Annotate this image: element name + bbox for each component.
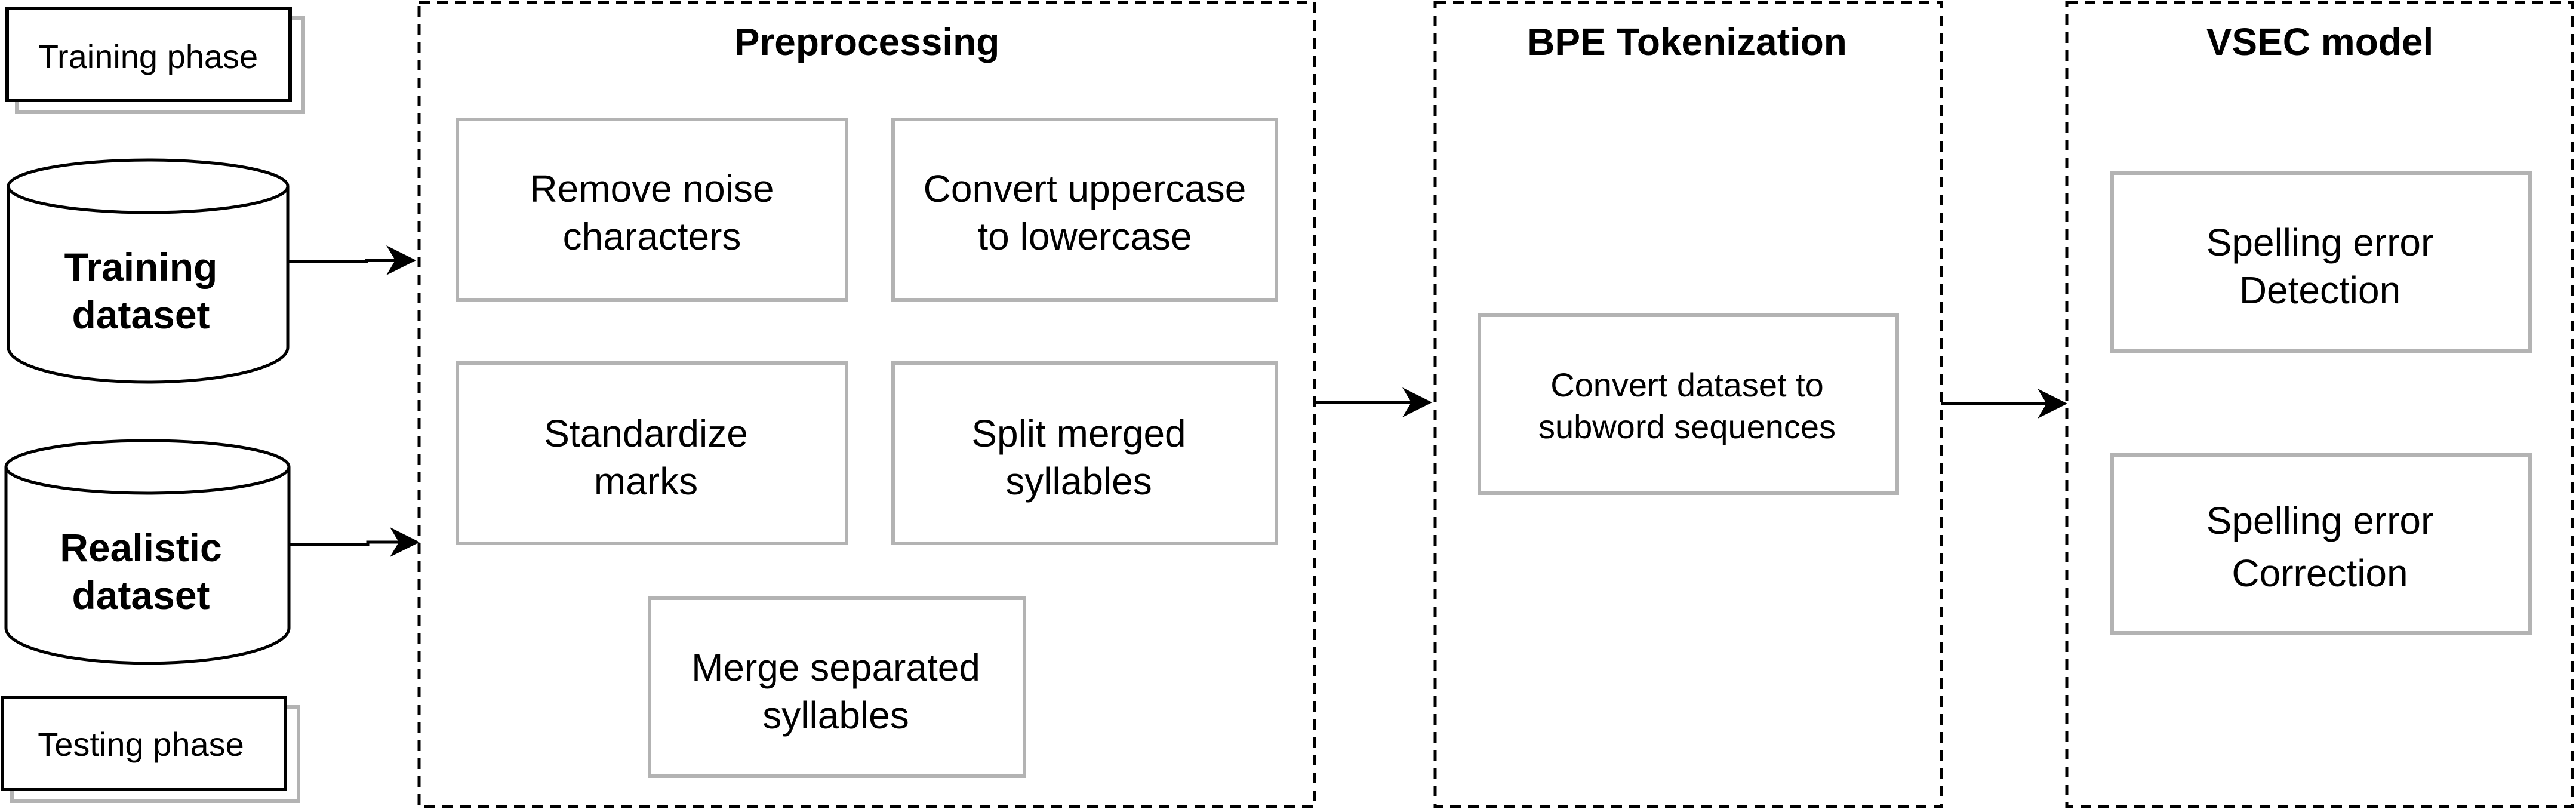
step-convert-to-subword: Convert dataset to subword sequences	[1478, 313, 1899, 495]
legend-testing-label: Testing phase	[38, 725, 244, 763]
legend-testing-phase: Testing phase	[1, 696, 300, 803]
step-merge-separated-syllables: Merge separated syllables	[648, 596, 1026, 778]
step-convert-subword-line1: Convert dataset to	[1550, 366, 1824, 404]
step-convert-uppercase-line1: Convert uppercase	[924, 167, 1247, 210]
training-dataset-line2: dataset	[72, 293, 210, 337]
step-detection-line1: Spelling error	[2206, 221, 2434, 264]
step-convert-uppercase: Convert uppercase to lowercase	[891, 118, 1278, 302]
step-split-merged-line2: syllables	[1005, 460, 1152, 503]
legend-training-label: Training phase	[38, 38, 258, 75]
step-convert-subword-line2: subword sequences	[1538, 408, 1836, 445]
training-dataset-cylinder: Training dataset	[7, 158, 290, 384]
realistic-dataset-cylinder: Realistic dataset	[4, 439, 291, 665]
arrow-training-to-preprocessing	[288, 245, 416, 275]
step-merge-separated-line1: Merge separated	[691, 646, 980, 689]
step-correction-line1: Spelling error	[2206, 499, 2434, 542]
step-standardize-line1: Standardize	[544, 412, 748, 455]
vsec-title: VSEC model	[2206, 20, 2434, 63]
legend-training-phase: Training phase	[5, 7, 305, 114]
step-remove-noise-line1: Remove noise	[530, 167, 774, 210]
arrow-realistic-to-preprocessing	[289, 527, 420, 557]
step-merge-separated-line2: syllables	[762, 694, 909, 737]
step-remove-noise-line2: characters	[563, 215, 741, 258]
step-correction-line2: Correction	[2232, 552, 2408, 595]
realistic-dataset-line1: Realistic	[60, 525, 221, 570]
step-split-merged-syllables: Split merged syllables	[891, 361, 1278, 545]
step-standardize-line2: marks	[594, 460, 698, 503]
step-spelling-error-detection: Spelling error Detection	[2110, 171, 2532, 353]
step-standardize-marks: Standardize marks	[456, 361, 848, 545]
realistic-dataset-line2: dataset	[72, 573, 210, 617]
step-spelling-error-correction: Spelling error Correction	[2110, 453, 2532, 635]
vsec-model-panel: VSEC model Spelling error Detection Spel…	[2065, 1, 2574, 808]
training-dataset-line1: Training	[64, 245, 218, 289]
step-split-merged-line1: Split merged	[971, 412, 1186, 455]
preprocessing-title: Preprocessing	[734, 20, 1000, 63]
bpe-tokenization-panel: BPE Tokenization Convert dataset to subw…	[1433, 1, 1943, 808]
step-detection-line2: Detection	[2239, 269, 2400, 312]
preprocessing-panel: Preprocessing Remove noise characters Co…	[417, 1, 1316, 808]
step-convert-uppercase-line2: to lowercase	[977, 215, 1192, 258]
step-remove-noise-characters: Remove noise characters	[456, 118, 848, 302]
bpe-title: BPE Tokenization	[1527, 20, 1847, 63]
